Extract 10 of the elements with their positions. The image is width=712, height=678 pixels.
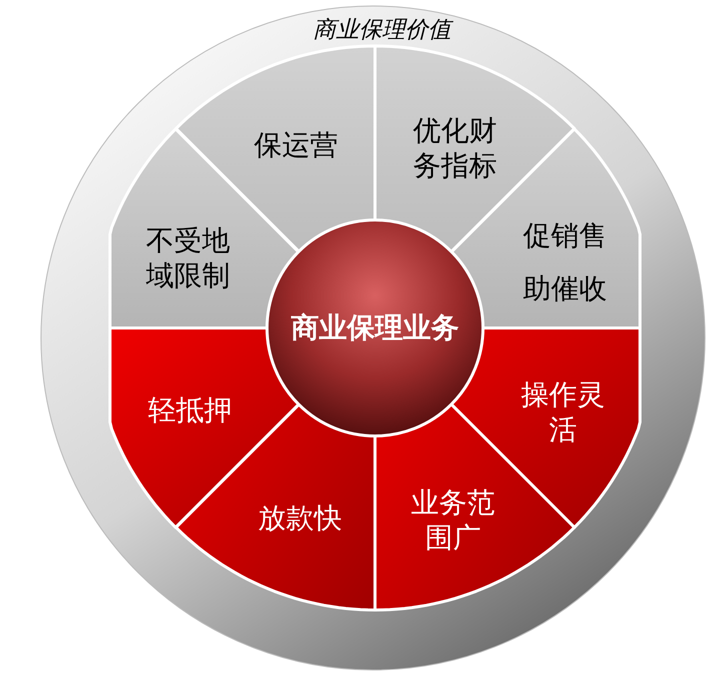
sector-label: 业务范围广 [411,485,495,555]
sector-label: 不受地域限制 [146,222,230,293]
sector-label: 轻抵押 [148,392,232,428]
center-label: 商业保理业务 [291,310,459,346]
ring-title: 商业保理价值 [313,19,451,42]
sector-label: 操作灵活 [521,377,605,447]
sector-label: 放款快 [258,500,342,536]
sector-label: 保运营 [254,128,338,162]
sector-label: 促销售助催收 [523,218,607,307]
sector-label: 优化财务指标 [413,113,497,183]
